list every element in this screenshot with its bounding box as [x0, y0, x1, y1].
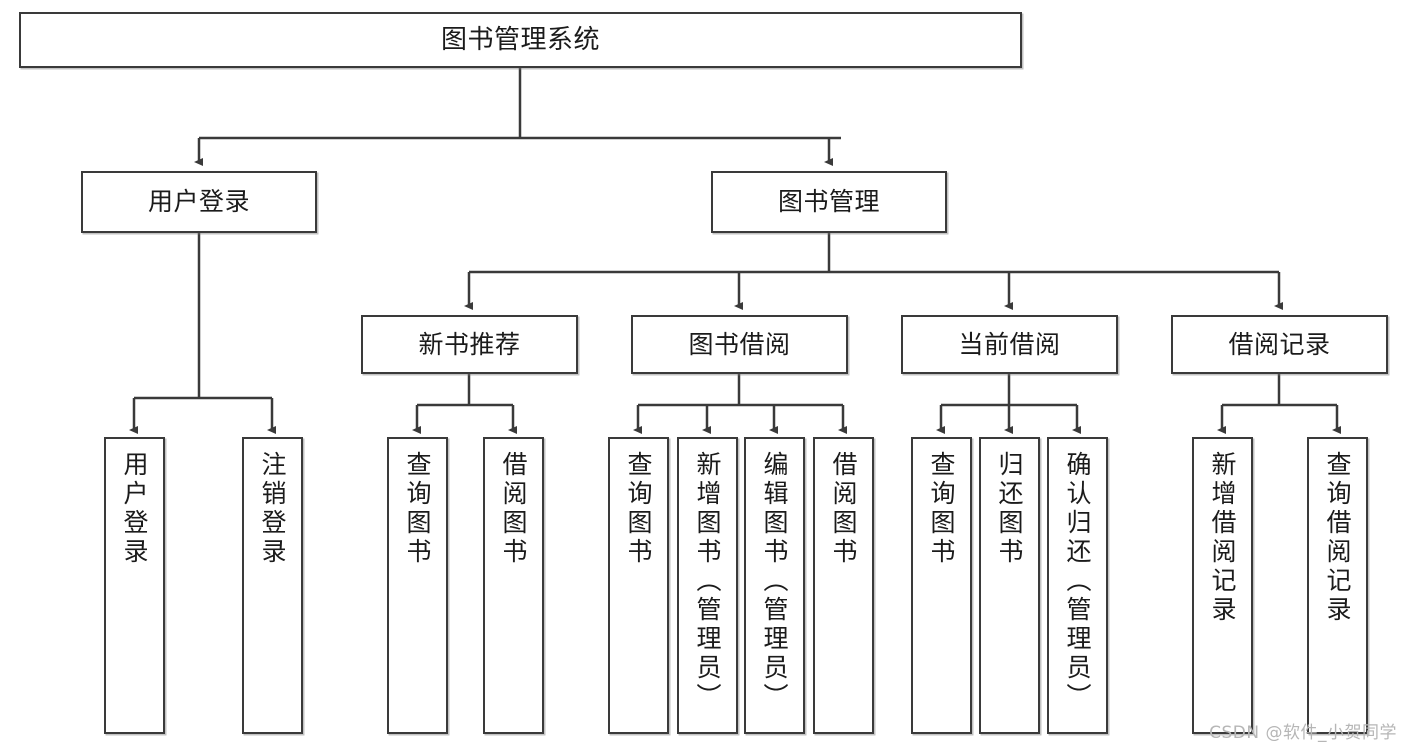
- node-label: 确认归还（管理员）: [1063, 451, 1092, 712]
- node-label: 查询借阅记录: [1323, 451, 1352, 625]
- node-label: 注销登录: [258, 451, 287, 567]
- node-book-borrow[interactable]: 图书借阅: [631, 315, 848, 374]
- node-label: 编辑图书（管理员）: [760, 451, 789, 712]
- node-current-borrow[interactable]: 当前借阅: [901, 315, 1118, 374]
- node-label: 新增图书（管理员）: [693, 451, 722, 712]
- node-new-book-recommend[interactable]: 新书推荐: [361, 315, 578, 374]
- node-label: 新书推荐: [418, 329, 521, 359]
- node-label: 借阅图书: [829, 451, 858, 567]
- node-label: 借阅记录: [1228, 329, 1331, 359]
- node-label: 新增借阅记录: [1208, 451, 1237, 625]
- leaf-query-book-1[interactable]: 查询图书: [387, 437, 448, 734]
- node-label: 用户登录: [147, 187, 250, 217]
- leaf-add-book[interactable]: 新增图书（管理员）: [677, 437, 738, 734]
- node-label: 图书管理: [777, 187, 880, 217]
- leaf-return-book[interactable]: 归还图书: [979, 437, 1040, 734]
- watermark-text: CSDN @软件_小贺同学: [1209, 723, 1397, 743]
- leaf-query-book-3[interactable]: 查询图书: [911, 437, 972, 734]
- node-label: 查询图书: [927, 451, 956, 567]
- leaf-edit-book[interactable]: 编辑图书（管理员）: [744, 437, 805, 734]
- node-label: 图书管理系统: [440, 24, 600, 55]
- leaf-confirm-return[interactable]: 确认归还（管理员）: [1047, 437, 1108, 734]
- leaf-query-borrow-record[interactable]: 查询借阅记录: [1307, 437, 1368, 734]
- node-label: 用户登录: [120, 451, 149, 567]
- node-root-system[interactable]: 图书管理系统: [19, 12, 1022, 68]
- leaf-borrow-book-1[interactable]: 借阅图书: [483, 437, 544, 734]
- node-label: 借阅图书: [499, 451, 528, 567]
- leaf-logout[interactable]: 注销登录: [242, 437, 303, 734]
- leaf-user-login[interactable]: 用户登录: [104, 437, 165, 734]
- node-label: 图书借阅: [688, 329, 791, 359]
- node-label: 查询图书: [624, 451, 653, 567]
- node-user-login[interactable]: 用户登录: [81, 171, 317, 233]
- node-label: 当前借阅: [958, 329, 1061, 359]
- node-label: 查询图书: [403, 451, 432, 567]
- leaf-add-borrow-record[interactable]: 新增借阅记录: [1192, 437, 1253, 734]
- node-book-manage[interactable]: 图书管理: [711, 171, 947, 233]
- leaf-query-book-2[interactable]: 查询图书: [608, 437, 669, 734]
- node-label: 归还图书: [995, 451, 1024, 567]
- leaf-borrow-book-2[interactable]: 借阅图书: [813, 437, 874, 734]
- node-borrow-record[interactable]: 借阅记录: [1171, 315, 1388, 374]
